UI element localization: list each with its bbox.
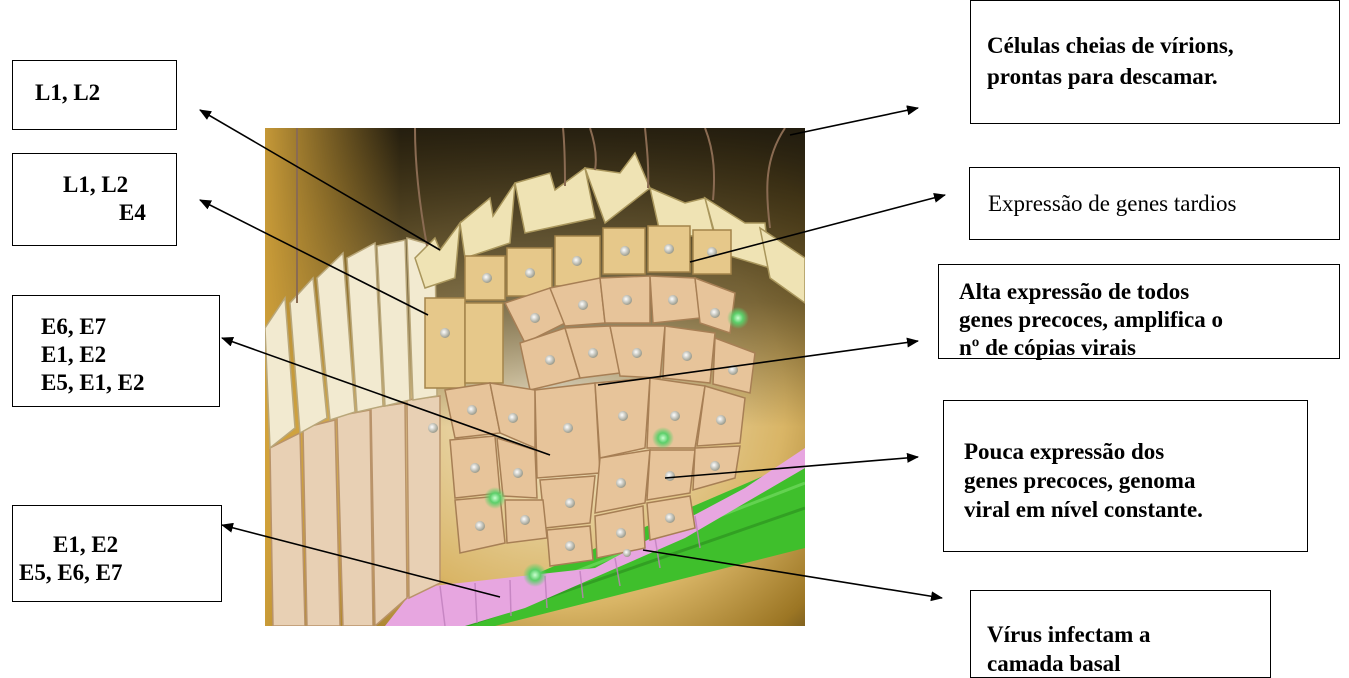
- label-box-genes-tardios: Expressão de genes tardios: [969, 167, 1340, 240]
- arrow-l1-l2: [200, 110, 440, 250]
- arrow-genes-tardios: [690, 195, 945, 262]
- label-text: viral em nível constante.: [964, 495, 1203, 524]
- arrow-l1-l2-e4: [200, 200, 428, 315]
- label-box-virus-infectam: Vírus infectam a camada basal: [970, 590, 1271, 678]
- arrow-e6-e7-e1-e2: [222, 338, 550, 455]
- label-text: Alta expressão de todos: [959, 277, 1189, 306]
- label-text: E5, E6, E7: [19, 558, 123, 587]
- label-text: E1, E2: [53, 530, 118, 559]
- arrow-alta-expressao: [598, 341, 918, 385]
- label-box-alta-expressao: Alta expressão de todos genes precoces, …: [938, 264, 1340, 359]
- label-text: genes precoces, amplifica o: [959, 305, 1223, 334]
- label-text: E4: [119, 198, 146, 227]
- label-text: camada basal: [987, 649, 1121, 678]
- label-text: L1, L2: [35, 78, 100, 107]
- label-box-celulas-cheias: Células cheias de vírions, prontas para …: [970, 0, 1340, 124]
- label-text: Células cheias de vírions,: [987, 31, 1234, 60]
- label-box-e1-e2-e5-e6-e7: E1, E2 E5, E6, E7: [12, 505, 222, 602]
- label-text: E6, E7: [41, 312, 106, 341]
- label-box-e6-e7-e1-e2-e5: E6, E7 E1, E2 E5, E1, E2: [12, 295, 220, 407]
- arrow-virus-infectam: [643, 550, 942, 598]
- label-box-l1-l2-e4: L1, L2 E4: [12, 153, 177, 246]
- label-text: E5, E1, E2: [41, 368, 145, 397]
- label-text: E1, E2: [41, 340, 106, 369]
- arrow-e1-e2-e5-e6-e7: [222, 525, 500, 597]
- arrow-pouca-expressao: [665, 457, 918, 478]
- label-text: Expressão de genes tardios: [988, 189, 1236, 218]
- label-text: Pouca expressão dos: [964, 437, 1164, 466]
- label-box-pouca-expressao: Pouca expressão dos genes precoces, geno…: [943, 400, 1308, 552]
- label-text: Vírus infectam a: [987, 620, 1151, 649]
- label-text: L1, L2: [63, 170, 128, 199]
- label-text: nº de cópias virais: [959, 333, 1136, 362]
- label-text: prontas para descamar.: [987, 62, 1218, 91]
- arrow-celulas-cheias: [790, 108, 918, 135]
- label-text: genes precoces, genoma: [964, 466, 1195, 495]
- label-box-l1-l2: L1, L2: [12, 60, 177, 130]
